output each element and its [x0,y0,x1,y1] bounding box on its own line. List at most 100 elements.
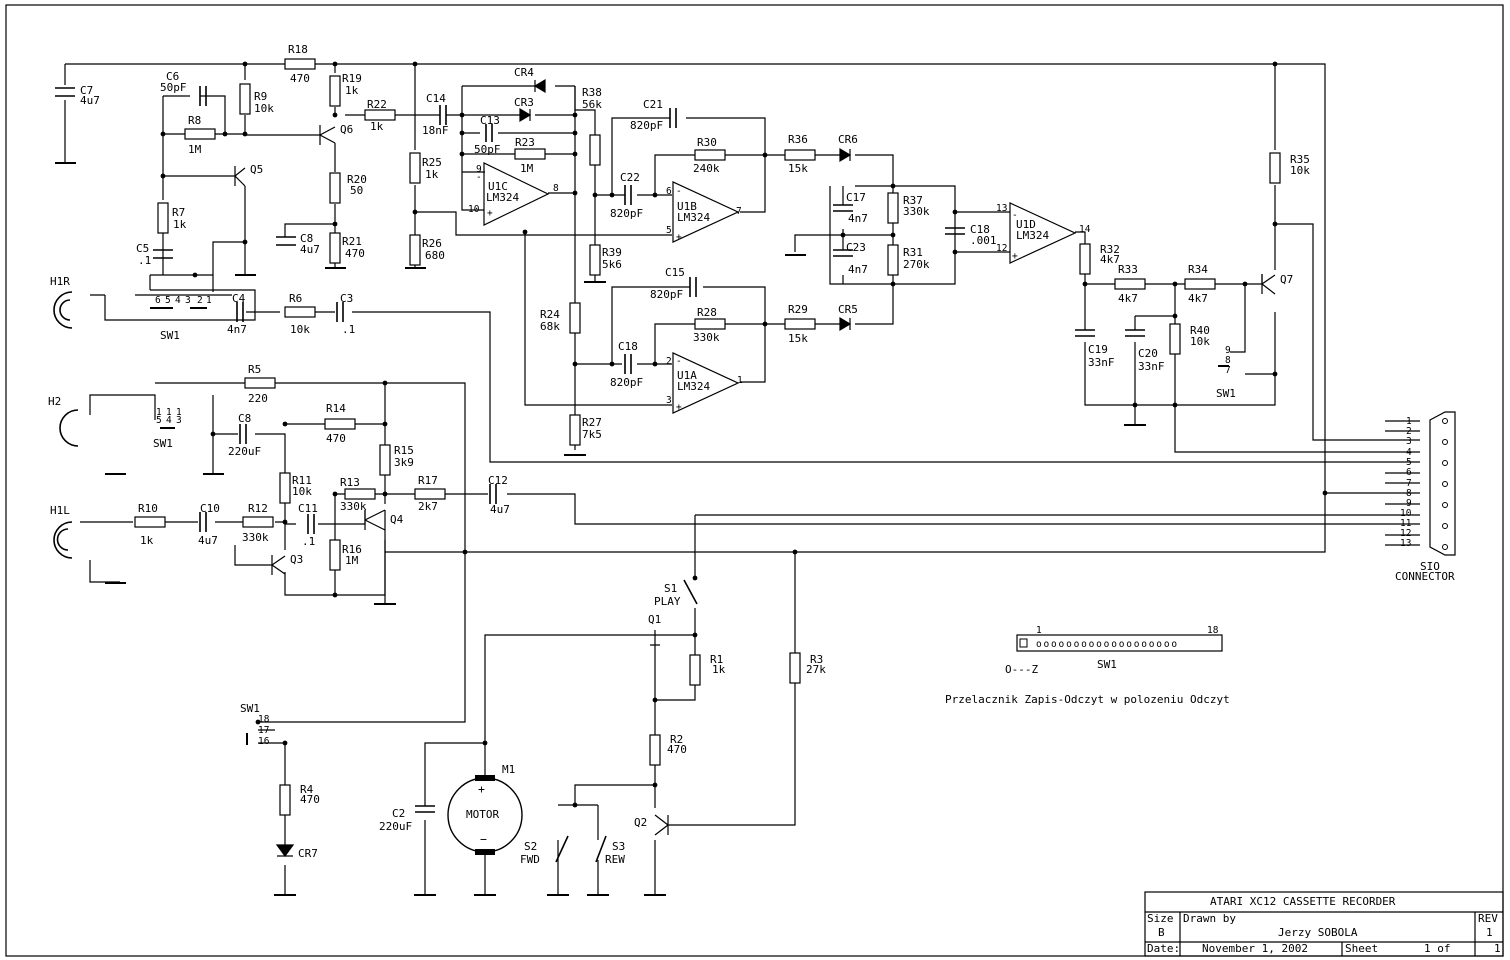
svg-text:-: - [676,186,682,197]
svg-text:5: 5 [666,225,672,236]
sio-connector [1385,411,1456,556]
value-r33: 4k7 [1118,292,1138,305]
svg-text:1: 1 [1406,416,1412,427]
value-r8: 1M [188,143,202,156]
sheet-label: Sheet [1345,942,1378,955]
diodes [275,78,852,858]
label-c2: C2 [392,807,405,820]
rev-label: REV [1478,912,1498,925]
svg-text:6: 6 [1406,467,1412,478]
label-r24: R24 [540,308,560,321]
value-r35: 10k [1290,164,1310,177]
label-sw1-oz: O---Z [1005,663,1038,676]
label-u1a: U1A [677,369,697,382]
label-r28: R28 [697,306,717,319]
value-r15: 3k9 [394,456,414,469]
label-sw1-c: SW1 [153,437,173,450]
svg-text:3: 3 [666,395,672,406]
label-s2: S2 [524,840,537,853]
label-r6: R6 [289,292,302,305]
label-r37: R37 [903,194,923,207]
label-r13: R13 [340,476,360,489]
svg-text:1: 1 [206,295,212,306]
label-r39: R39 [602,246,622,259]
svg-text:+: + [478,782,485,796]
label-c3: C3 [340,292,353,305]
label-c8b: C8 [238,412,251,425]
label-c22: C22 [620,171,640,184]
value-c17: 4n7 [848,212,868,225]
value-r20: 50 [350,184,363,197]
value-c2: 220uF [379,820,412,833]
label-cr3: CR3 [514,96,534,109]
label-q7: Q7 [1280,273,1293,286]
svg-text:+: + [1012,251,1018,262]
value-c21: 820pF [630,119,663,132]
svg-text:18: 18 [258,714,270,725]
value-c4: 4n7 [227,323,247,336]
label-q5: Q5 [250,163,263,176]
label-r15: R15 [394,444,414,457]
label-h1r: H1R [50,275,70,288]
value-r22: 1k [370,120,384,133]
label-r30: R30 [697,136,717,149]
label-lm324-b: LM324 [677,211,710,224]
value-r27: 7k5 [582,428,602,441]
label-lm324-d: LM324 [1016,229,1049,242]
drawn-by-label: Drawn by [1183,912,1236,925]
label-c19: C19 [1088,343,1108,356]
svg-text:5: 5 [165,295,171,306]
value-c18b: .001 [970,234,997,247]
svg-text:1: 1 [737,375,743,386]
label-fwd: FWD [520,853,540,866]
label-r3: R3 [810,653,823,666]
value-r25: 1k [425,168,439,181]
svg-text:2: 2 [197,295,203,306]
value-c8b: 220uF [228,445,261,458]
label-r40: R40 [1190,324,1210,337]
label-play: PLAY [654,595,681,608]
label-c15: C15 [665,266,685,279]
value-r19: 1k [345,84,359,97]
size-value: B [1158,926,1165,939]
label-s1: S1 [664,582,677,595]
label-r4: R4 [300,783,314,796]
label-r14: R14 [326,402,346,415]
svg-text:3: 3 [185,295,191,306]
title-text: ATARI XC12 CASSETTE RECORDER [1210,895,1396,908]
label-r27: R27 [582,416,602,429]
svg-text:-: - [676,356,682,367]
sheet-value: 1 of [1424,942,1451,955]
value-r38: 56k [582,98,602,111]
page-border [5,4,1504,957]
label-u1b: U1B [677,200,697,213]
label-cr6: CR6 [838,133,858,146]
label-r35: R35 [1290,153,1310,166]
transistors [234,125,1276,836]
svg-text:13: 13 [1400,538,1411,549]
svg-text:+: + [487,208,493,219]
jacks [53,291,79,559]
value-c7: 4u7 [80,94,100,107]
capacitors [55,86,1145,813]
svg-text:4: 4 [166,415,172,426]
label-sw1-a: SW1 [160,329,180,342]
svg-text:5: 5 [1406,457,1412,468]
value-r5: 220 [248,392,268,405]
label-c17: C17 [846,191,866,204]
label-cr5: CR5 [838,303,858,316]
label-r19: R19 [342,72,362,85]
value-c13: 50pF [474,143,501,156]
grounds [55,162,1146,896]
sheet-total: 1 [1494,942,1501,955]
svg-text:3: 3 [1406,436,1412,447]
label-r21: R21 [342,235,362,248]
label-c11: C11 [298,502,318,515]
svg-text:4: 4 [1406,447,1412,458]
label-u1c: U1C [488,180,508,193]
label-cr7: CR7 [298,847,318,860]
label-rew: REW [605,853,625,866]
label-sw1-pin18: 18 [1207,625,1219,636]
svg-text:8: 8 [1406,488,1412,499]
value-c18a: 820pF [610,376,643,389]
